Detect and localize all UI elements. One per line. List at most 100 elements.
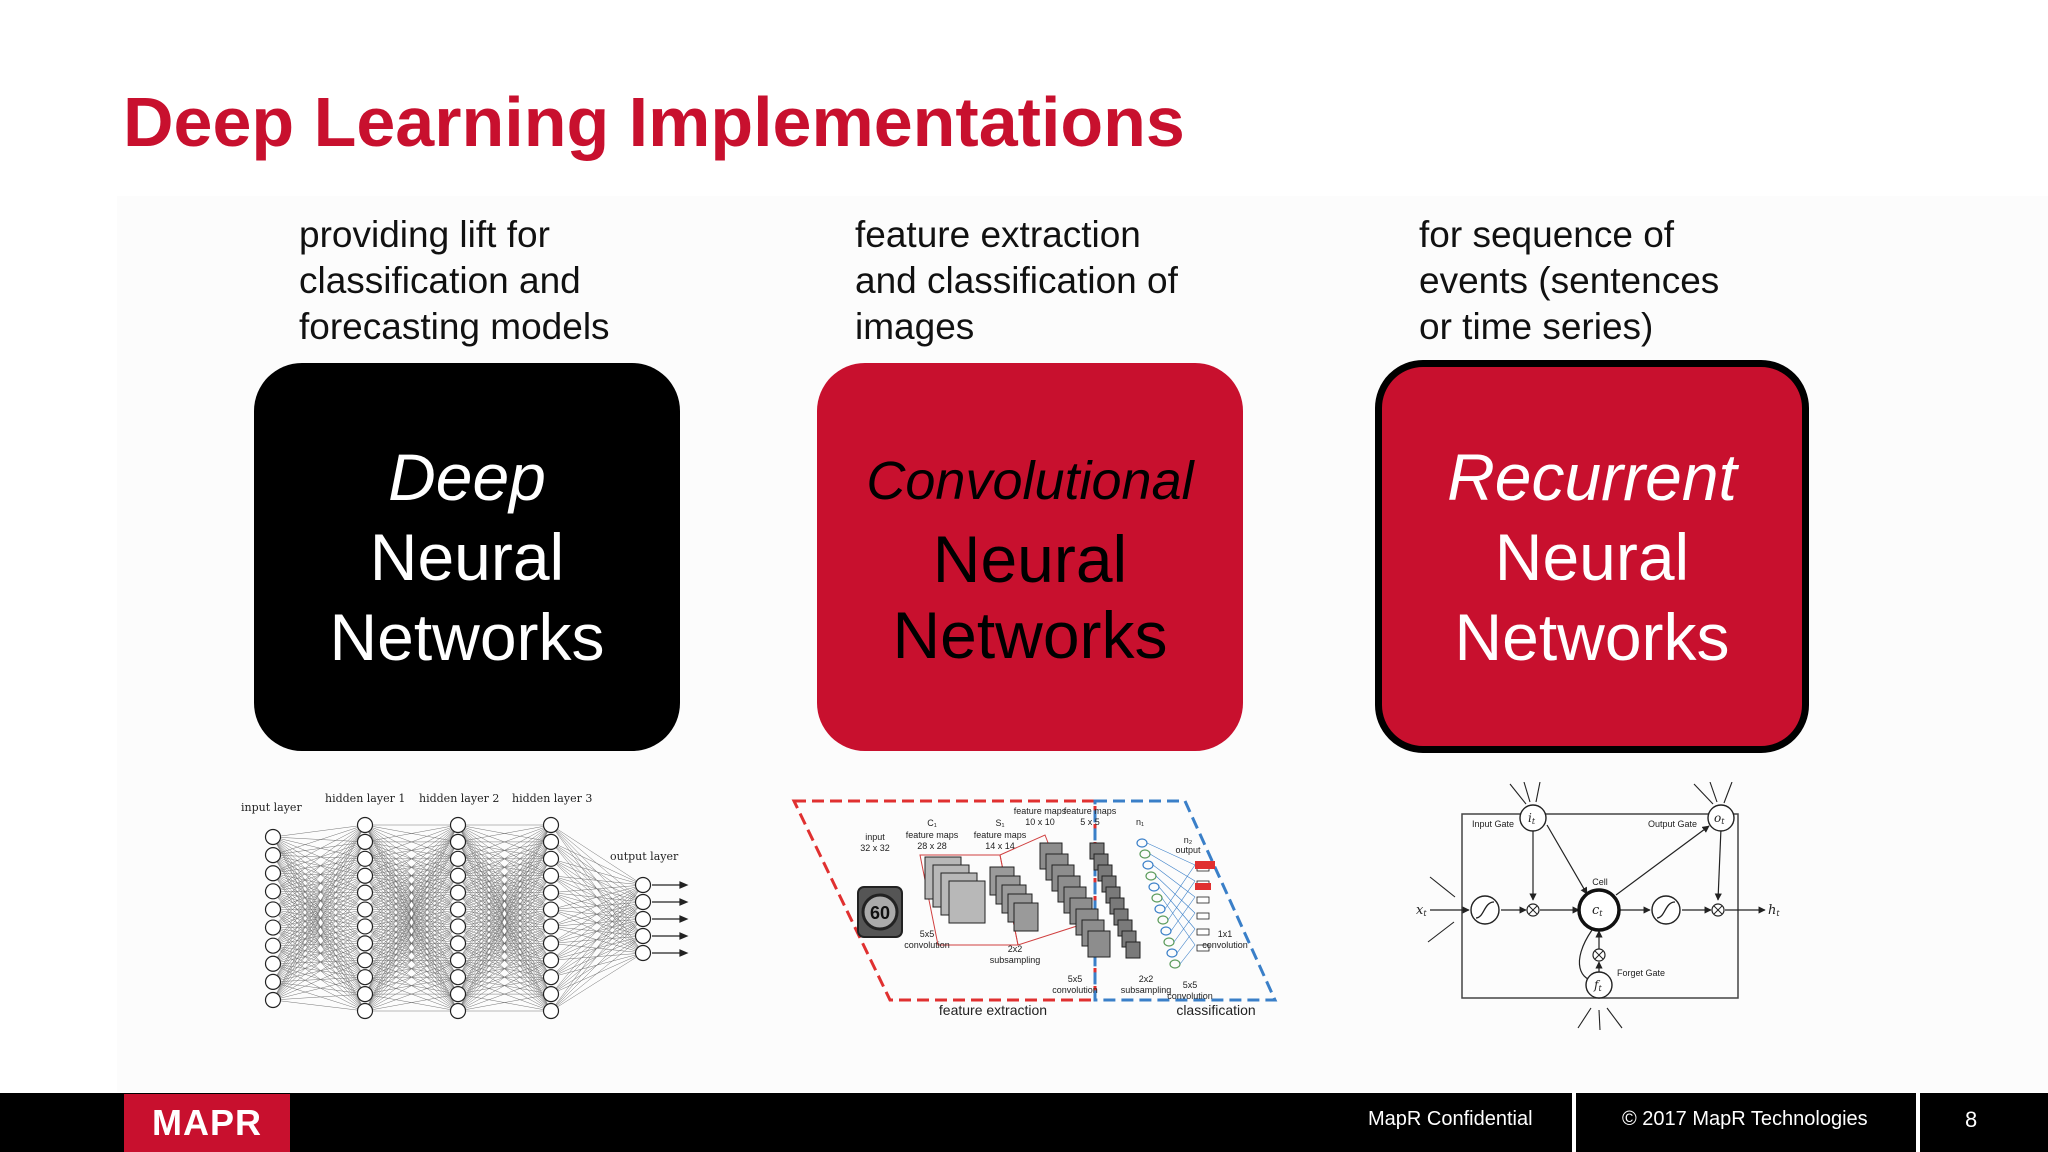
dnn-edge (272, 993, 366, 1001)
dnn-node (542, 850, 560, 867)
box-line: Neural (1494, 519, 1690, 594)
dnn-node (264, 828, 282, 846)
dnn-edge (457, 993, 552, 1012)
dnn-edge (272, 909, 366, 1001)
dnn-edge (364, 824, 459, 944)
dnn-node (449, 867, 467, 884)
dnn-edge (272, 943, 366, 946)
dnn-arrow-head (679, 881, 689, 889)
dnn-edge (272, 927, 366, 944)
dnn-edge (457, 824, 552, 927)
dnn-edge (364, 993, 459, 1012)
dnn-node (542, 1002, 560, 1020)
dnn-edge (272, 926, 366, 964)
cnn-c1-size: 28 x 28 (917, 841, 947, 851)
dnn-edge (272, 927, 366, 1012)
dnn-edge (272, 891, 366, 961)
dnn-hidden2-label: hidden layer 2 (419, 792, 499, 805)
dnn-diagram: input layer hidden layer 1 hidden layer … (241, 792, 689, 1020)
dnn-edge (272, 981, 366, 995)
dnn-edge (550, 824, 644, 886)
dnn-edge (272, 873, 366, 961)
dnn-edge (272, 824, 366, 1001)
caption-line: classification and (299, 260, 581, 301)
dnn-edge (550, 884, 644, 927)
dnn-node (542, 816, 560, 834)
cnn-output-unit (1196, 944, 1210, 952)
dnn-node (264, 955, 282, 972)
cnn-box: Convolutional Neural Networks (817, 363, 1243, 751)
dnn-edge (550, 918, 644, 1012)
page-number: 8 (1965, 1107, 1978, 1132)
dnn-edge (272, 836, 366, 860)
cnn-output-label: output (1175, 845, 1201, 855)
cnn-connection (1176, 928, 1196, 954)
dnn-box: Deep Neural Networks (254, 363, 680, 751)
cnn-connection (1164, 864, 1196, 910)
dnn-node (449, 969, 467, 986)
dnn-edge (272, 875, 366, 983)
dnn-edge (272, 943, 366, 983)
dnn-edge (272, 909, 366, 964)
dnn-edge (272, 963, 366, 1012)
dnn-edge (272, 854, 366, 893)
cnn-unit (1163, 937, 1175, 947)
sign-number: 60 (870, 903, 890, 923)
dnn-node (264, 901, 282, 918)
dnn-edge (272, 841, 366, 1001)
dnn-edge (272, 836, 366, 893)
dnn-edge (272, 841, 366, 928)
dnn-edge (272, 836, 366, 927)
dnn-node (449, 901, 467, 918)
dnn-edge (272, 836, 366, 961)
dnn-edge (550, 884, 644, 893)
dnn-edge (272, 927, 366, 961)
caption-line: events (sentences (1419, 260, 1720, 301)
dnn-edge (272, 854, 366, 1012)
dnn-edge (364, 841, 459, 1012)
dnn-node (264, 937, 282, 954)
dnn-edge (272, 976, 366, 983)
dnn-node (356, 935, 374, 952)
footer-divider (1916, 1093, 1920, 1152)
dnn-edge (272, 841, 366, 892)
cnn-conv2-b: convolution (1052, 985, 1098, 995)
dnn-edge (272, 824, 366, 838)
dnn-edge (457, 909, 552, 1012)
cnn-unit (1154, 904, 1166, 914)
box-line: Networks (329, 600, 605, 674)
cnn-s2-size: 5 x 5 (1080, 817, 1100, 827)
footer-copyright: © 2017 MapR Technologies (1622, 1108, 1868, 1130)
dnn-edge (272, 945, 366, 978)
dnn-edge (272, 836, 366, 944)
c-t-symbol: ct (1592, 903, 1603, 918)
dnn-edge (272, 824, 366, 856)
dnn-node (542, 884, 560, 901)
cnn-feature-map (948, 880, 986, 924)
box-line: Neural (369, 520, 565, 594)
dnn-edge (272, 963, 366, 978)
cnn-s1-size: 14 x 14 (985, 841, 1015, 851)
cnn-feature-map (1125, 941, 1141, 959)
dnn-edge (457, 841, 552, 1012)
dnn-node (542, 918, 560, 935)
classification-region (1093, 799, 1278, 1002)
dnn-edge (364, 976, 459, 1012)
dnn-edge (550, 884, 644, 1012)
cnn-output-unit (1196, 912, 1210, 920)
dnn-edge (272, 891, 366, 910)
footer-confidential: MapR Confidential (1368, 1108, 1533, 1130)
dnn-node (449, 833, 467, 851)
dnn-edge (364, 824, 459, 978)
dnn-edge (550, 884, 644, 944)
dnn-edge (272, 841, 366, 983)
cnn-conv1-b: convolution (904, 940, 950, 950)
cnn-connection (1179, 944, 1196, 965)
dnn-edge (272, 909, 366, 983)
footer-bar (0, 1093, 2048, 1152)
cnn-connection (1152, 864, 1196, 898)
o-t-symbol: ot (1714, 811, 1725, 826)
dnn-edge (272, 892, 366, 964)
dnn-edge (457, 960, 552, 1012)
dnn-edge (272, 824, 366, 892)
